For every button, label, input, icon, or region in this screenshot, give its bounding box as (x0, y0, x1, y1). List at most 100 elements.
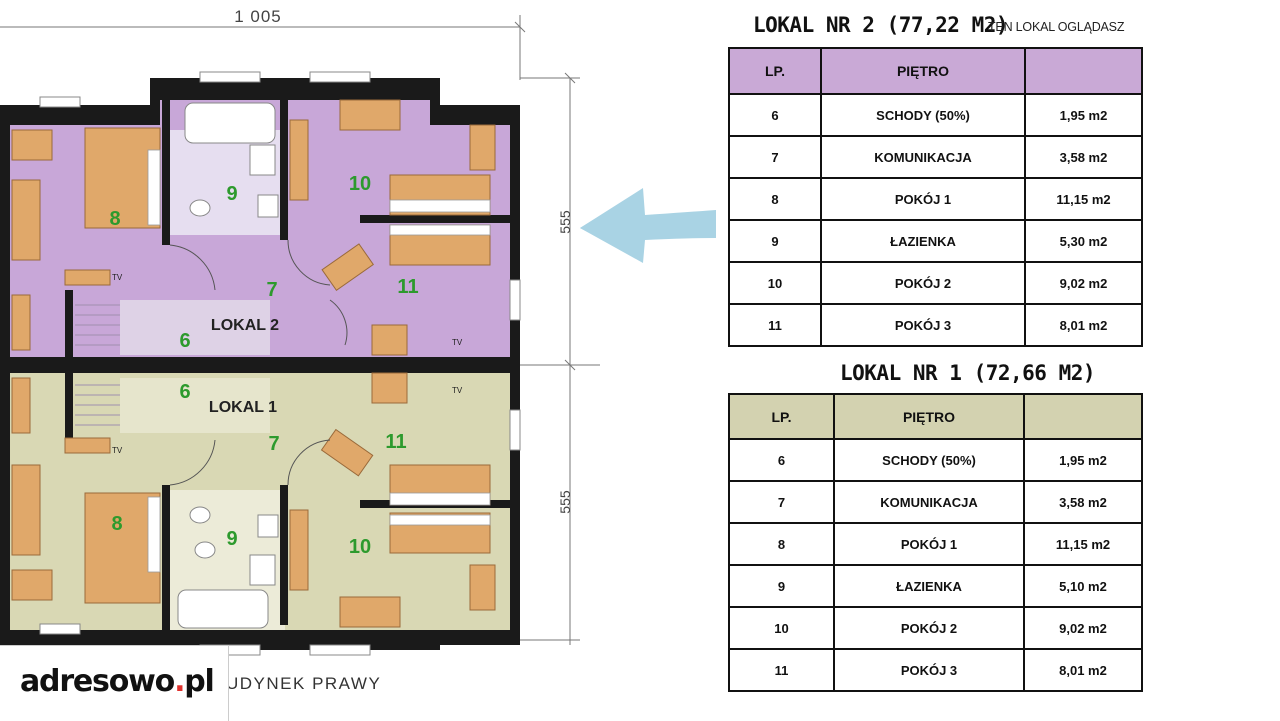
bathroom-fixtures (177, 102, 279, 629)
tv-label: TV (112, 273, 123, 282)
cell-area: 3,58 m2 (1024, 135, 1143, 179)
tv-label: TV (452, 338, 463, 347)
logo-text: adresowo.pl (20, 664, 215, 699)
cell-lp: 7 (728, 135, 822, 179)
cell-room: ŁAZIENKA (820, 219, 1026, 263)
table-header-row: LP. PIĘTRO (728, 47, 1143, 95)
room-number: 7 (268, 433, 279, 455)
col-header-area (1024, 47, 1143, 95)
cell-lp: 9 (728, 219, 822, 263)
cell-room: POKÓJ 3 (833, 648, 1025, 692)
cell-lp: 11 (728, 648, 835, 692)
room-number: 9 (226, 528, 237, 550)
cell-room: KOMUNIKACJA (833, 480, 1025, 524)
room-number: 6 (179, 330, 190, 352)
tv-label: TV (452, 386, 463, 395)
cell-area: 8,01 m2 (1024, 303, 1143, 347)
room-number: 8 (111, 513, 122, 535)
windows (39, 71, 521, 656)
room-number: 10 (349, 173, 371, 195)
cell-area: 1,95 m2 (1024, 93, 1143, 137)
lokal-1-title: LOKAL NR 1 (72,66 M2) (840, 361, 1096, 385)
cell-area: 5,10 m2 (1023, 564, 1143, 608)
logo-main: adresowo (20, 664, 175, 699)
stairs (75, 304, 120, 426)
arrow-pointer (580, 188, 716, 263)
dim-top: 1 005 (234, 7, 282, 26)
lokal-1-label: LOKAL 1 (209, 399, 277, 416)
cell-lp: 9 (728, 564, 835, 608)
cell-lp: 8 (728, 177, 822, 221)
col-header-lp: LP. (728, 47, 822, 95)
dim-right-lower: 555 (557, 490, 573, 514)
room-number: 11 (385, 431, 406, 453)
col-header-area (1023, 393, 1143, 440)
cell-lp: 10 (728, 261, 822, 305)
cell-area: 1,95 m2 (1023, 438, 1143, 482)
cell-area: 3,58 m2 (1023, 480, 1143, 524)
tv-markers: TV TV TV TV (112, 273, 463, 455)
room-number: 7 (266, 279, 277, 301)
tv-label: TV (112, 446, 123, 455)
cell-lp: 7 (728, 480, 835, 524)
dim-right-upper: 555 (557, 210, 573, 234)
cell-room: KOMUNIKACJA (820, 135, 1026, 179)
cell-room: SCHODY (50%) (833, 438, 1025, 482)
col-header-pietro: PIĘTRO (820, 47, 1026, 95)
cell-area: 9,02 m2 (1024, 261, 1143, 305)
bed-sheets (147, 149, 491, 573)
room-number: 11 (397, 276, 418, 298)
arrow-left-icon (580, 188, 716, 263)
dimension-lines (0, 15, 600, 645)
logo-tld: pl (184, 664, 215, 699)
cell-area: 11,15 m2 (1023, 522, 1143, 566)
cell-area: 5,30 m2 (1024, 219, 1143, 263)
cell-room: POKÓJ 2 (833, 606, 1025, 650)
cell-area: 9,02 m2 (1023, 606, 1143, 650)
room-number: 8 (109, 208, 120, 230)
cell-room: POKÓJ 2 (820, 261, 1026, 305)
room-number: 9 (226, 183, 237, 205)
room-number: 10 (349, 536, 371, 558)
cell-lp: 8 (728, 522, 835, 566)
cell-lp: 6 (728, 93, 822, 137)
party-wall (0, 357, 520, 373)
lokal-2-title: LOKAL NR 2 (77,22 M2) (753, 13, 1009, 37)
floor-plan: 1 005 555 555 (0, 7, 600, 656)
cell-room: POKÓJ 1 (833, 522, 1025, 566)
col-header-lp: LP. (728, 393, 835, 440)
col-header-pietro: PIĘTRO (833, 393, 1025, 440)
cell-room: POKÓJ 3 (820, 303, 1026, 347)
lokal-2-label: LOKAL 2 (211, 317, 279, 334)
cell-lp: 6 (728, 438, 835, 482)
building-label: UDYNEK PRAWY (226, 674, 382, 693)
cell-room: ŁAZIENKA (833, 564, 1025, 608)
door-swings (169, 239, 348, 486)
cell-area: 8,01 m2 (1023, 648, 1143, 692)
room-numbers-lokal-2: 8 9 10 7 11 6 (109, 173, 418, 352)
cell-room: SCHODY (50%) (820, 93, 1026, 137)
logo-dot: . (174, 664, 185, 699)
adresowo-logo[interactable]: adresowo.pl (0, 645, 229, 721)
lokal-2-note: TEN LOKAL OGLĄDASZ (988, 20, 1125, 34)
room-number: 6 (179, 381, 190, 403)
cell-area: 11,15 m2 (1024, 177, 1143, 221)
room-numbers-lokal-1: 6 7 11 8 9 10 (111, 381, 406, 558)
table-header-row: LP. PIĘTRO (728, 393, 1143, 440)
cell-lp: 10 (728, 606, 835, 650)
cell-room: POKÓJ 1 (820, 177, 1026, 221)
